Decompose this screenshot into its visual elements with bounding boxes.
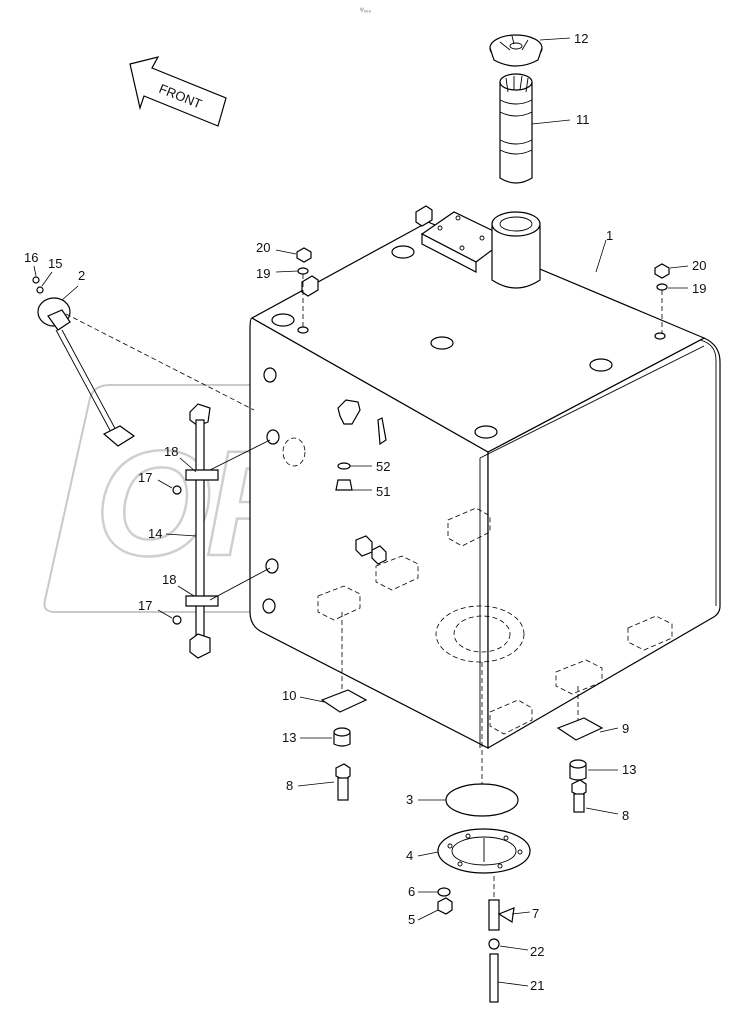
label-1: 1	[606, 228, 613, 243]
label-8-right: 8	[622, 808, 629, 823]
label-10: 10	[282, 688, 296, 703]
label-13-right: 13	[622, 762, 636, 777]
front-direction-arrow: FRONT	[129, 56, 227, 127]
label-15: 15	[48, 256, 62, 271]
label-19-right: 19	[692, 281, 706, 296]
filler-cap[interactable]	[489, 34, 543, 67]
label-20-right: 20	[692, 258, 706, 273]
label-18-bottom: 18	[162, 572, 176, 587]
label-5: 5	[408, 912, 415, 927]
hydraulic-tank	[249, 205, 721, 750]
elbow-fitting[interactable]	[335, 399, 387, 491]
bottom-outlet-assembly[interactable]	[436, 662, 532, 1003]
label-22: 22	[530, 944, 544, 959]
label-21: 21	[530, 978, 544, 993]
bolt-and-washer-right[interactable]	[654, 263, 670, 334]
label-9: 9	[622, 721, 629, 736]
label-18-top: 18	[164, 444, 178, 459]
strainer[interactable]	[499, 73, 533, 184]
sight-gauge[interactable]	[172, 403, 271, 659]
label-7: 7	[532, 906, 539, 921]
level-sensor[interactable]	[32, 276, 255, 447]
label-4: 4	[406, 848, 413, 863]
label-12: 12	[574, 31, 588, 46]
label-17-bottom: 17	[138, 598, 152, 613]
label-20-left: 20	[256, 240, 270, 255]
label-13-left: 13	[282, 730, 296, 745]
label-16: 16	[24, 250, 38, 265]
mount-left[interactable]	[320, 612, 368, 801]
label-8-left: 8	[286, 778, 293, 793]
label-3: 3	[406, 792, 413, 807]
label-6: 6	[408, 884, 415, 899]
label-52: 52	[376, 459, 390, 474]
mount-right[interactable]	[556, 686, 604, 813]
label-51: 51	[376, 484, 390, 499]
label-14: 14	[148, 526, 162, 541]
bolt-and-washer-left[interactable]	[296, 247, 312, 328]
label-11: 11	[576, 112, 590, 127]
label-17-top: 17	[138, 470, 152, 485]
callouts: 12 11 1 20 19 20 19 16 15 2 18 17 14 18 …	[24, 31, 706, 993]
label-2: 2	[78, 268, 85, 283]
header-mark: ⁸⁄₀₀₀	[360, 7, 372, 14]
label-19-left: 19	[256, 266, 270, 281]
